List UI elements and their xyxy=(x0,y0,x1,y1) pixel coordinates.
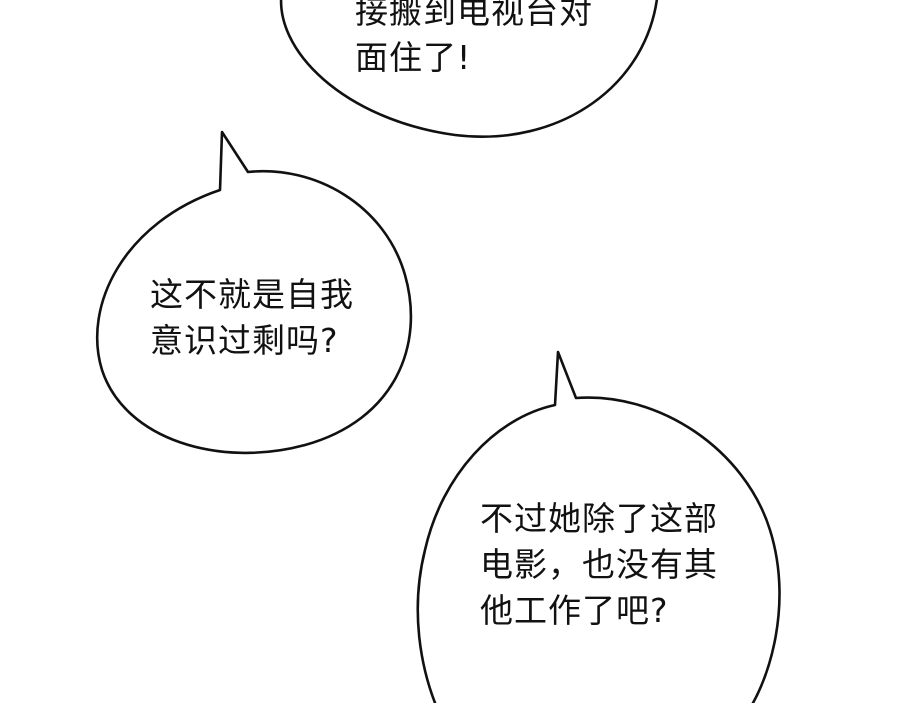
bubble-3-line-1: 不过她除了这部 xyxy=(480,499,718,538)
speech-bubble-1 xyxy=(279,0,658,138)
bubble-1-line-1: 接搬到电视台对 xyxy=(355,0,593,31)
bubble-2-line-2: 意识过剩吗? xyxy=(150,321,339,360)
bubble-3-text: 不过她除了这部 电影，也没有其 他工作了吧? xyxy=(480,496,718,634)
bubble-1-text: 接搬到电视台对 面住了! xyxy=(355,0,593,81)
speech-bubble-2 xyxy=(95,130,413,455)
bubble-3-line-3: 他工作了吧? xyxy=(480,591,669,630)
bubble-1-line-2: 面住了! xyxy=(355,38,472,77)
bubble-2-text: 这不就是自我 意识过剩吗? xyxy=(150,272,354,364)
bubble-3-line-2: 电影，也没有其 xyxy=(480,545,718,584)
speech-bubble-3 xyxy=(416,350,781,703)
bubble-2-line-1: 这不就是自我 xyxy=(150,275,354,314)
